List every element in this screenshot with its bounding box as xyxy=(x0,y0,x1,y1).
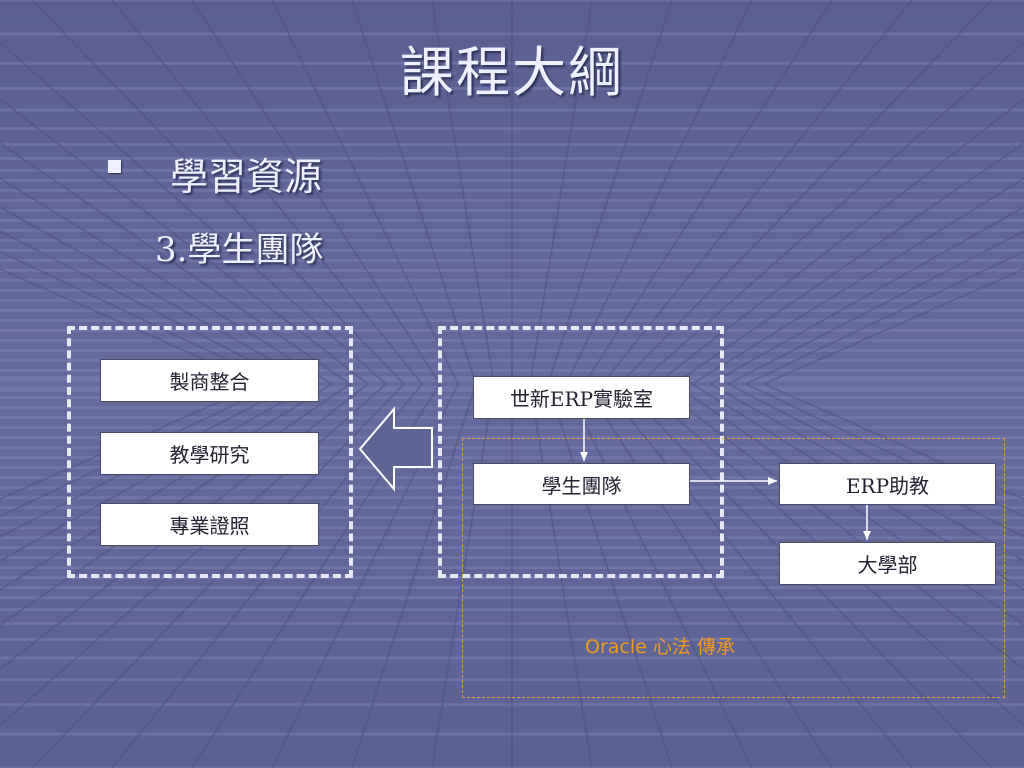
right-group-frame xyxy=(438,326,724,578)
left-group-frame xyxy=(67,326,353,578)
node-student-team: 學生團隊 xyxy=(473,463,690,505)
bullet-learning-resources: 學習資源 xyxy=(170,155,323,199)
slide-title: 課程大綱 xyxy=(400,41,624,104)
bullet-square-icon xyxy=(108,160,121,173)
node-professional-certification: 專業證照 xyxy=(100,503,319,546)
node-erp-ta: ERP助教 xyxy=(779,463,996,505)
oracle-caption: Oracle 心法 傳承 xyxy=(585,636,735,658)
node-manufacturing-integration: 製商整合 xyxy=(100,359,319,402)
node-undergraduate: 大學部 xyxy=(779,542,996,585)
oracle-group-frame xyxy=(462,438,1005,698)
subheading-student-team: 3.學生團隊 xyxy=(155,230,324,270)
node-teaching-research: 教學研究 xyxy=(100,432,319,475)
node-erp-lab: 世新ERP實驗室 xyxy=(473,376,690,419)
